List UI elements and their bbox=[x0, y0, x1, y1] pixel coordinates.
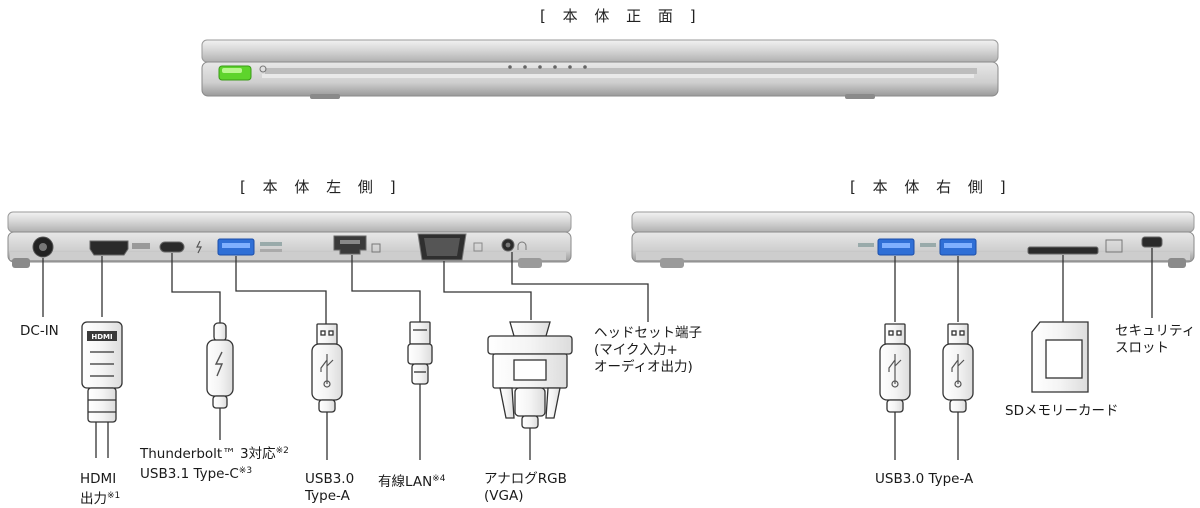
dc-in-port-icon bbox=[32, 236, 54, 258]
vga-cable-icon bbox=[487, 321, 573, 460]
security-slot-label: セキュリティ スロット bbox=[1115, 323, 1196, 356]
cable-illustrations: HDMI bbox=[81, 321, 1089, 460]
right-side-laptop bbox=[631, 211, 1195, 268]
vga-port-icon bbox=[417, 233, 483, 261]
left-side-laptop bbox=[7, 211, 572, 268]
lan-port-icon bbox=[333, 235, 381, 255]
front-view-heading: [ 本 体 正 面 ] bbox=[540, 7, 702, 25]
hdmi-cable-icon: HDMI bbox=[81, 321, 123, 458]
hdmi-port-icon bbox=[89, 240, 150, 256]
power-led-icon bbox=[218, 65, 252, 81]
usb-a-port-1-icon bbox=[858, 238, 915, 256]
usb-c-port-icon bbox=[159, 240, 202, 254]
sd-slot-icon bbox=[1027, 239, 1123, 255]
thunderbolt-cable-icon bbox=[206, 322, 234, 440]
usb-a-charge-port-icon bbox=[217, 238, 282, 256]
sd-card-label: SDメモリーカード bbox=[1005, 403, 1119, 419]
usb-left-label: USB3.0 Type-A bbox=[305, 471, 355, 504]
usb-a-cable-right-1-icon bbox=[879, 323, 911, 460]
usb-a-cable-right-2-icon bbox=[942, 323, 974, 460]
dc-in-label: DC-IN bbox=[20, 323, 59, 339]
front-view-laptop bbox=[201, 39, 999, 99]
vga-label: アナログRGB (VGA) bbox=[484, 471, 567, 504]
lan-label: 有線LAN※4 bbox=[378, 474, 446, 490]
right-side-heading: [ 本 体 右 側 ] bbox=[850, 178, 1012, 196]
headset-port-icon bbox=[501, 238, 527, 252]
hdmi-label: HDMI 出力※1 bbox=[80, 471, 121, 507]
thunderbolt-label: Thunderbolt™ 3対応※2 USB3.1 Type-C※3 bbox=[140, 446, 289, 482]
power-symbol-icon bbox=[259, 65, 267, 73]
connector-lines bbox=[42, 248, 1153, 325]
usb-a-cable-left-icon bbox=[311, 323, 343, 460]
left-side-heading: [ 本 体 左 側 ] bbox=[240, 178, 402, 196]
usb-right-label: USB3.0 Type-A bbox=[875, 471, 974, 487]
sd-card-icon bbox=[1031, 321, 1089, 393]
status-indicators bbox=[508, 65, 587, 69]
svg-text:HDMI: HDMI bbox=[91, 333, 112, 341]
lan-cable-icon bbox=[407, 321, 433, 460]
usb-a-port-2-icon bbox=[920, 238, 977, 256]
security-slot-icon bbox=[1141, 236, 1163, 248]
headset-label: ヘッドセット端子 (マイク入力+ オーディオ出力) bbox=[594, 325, 702, 375]
